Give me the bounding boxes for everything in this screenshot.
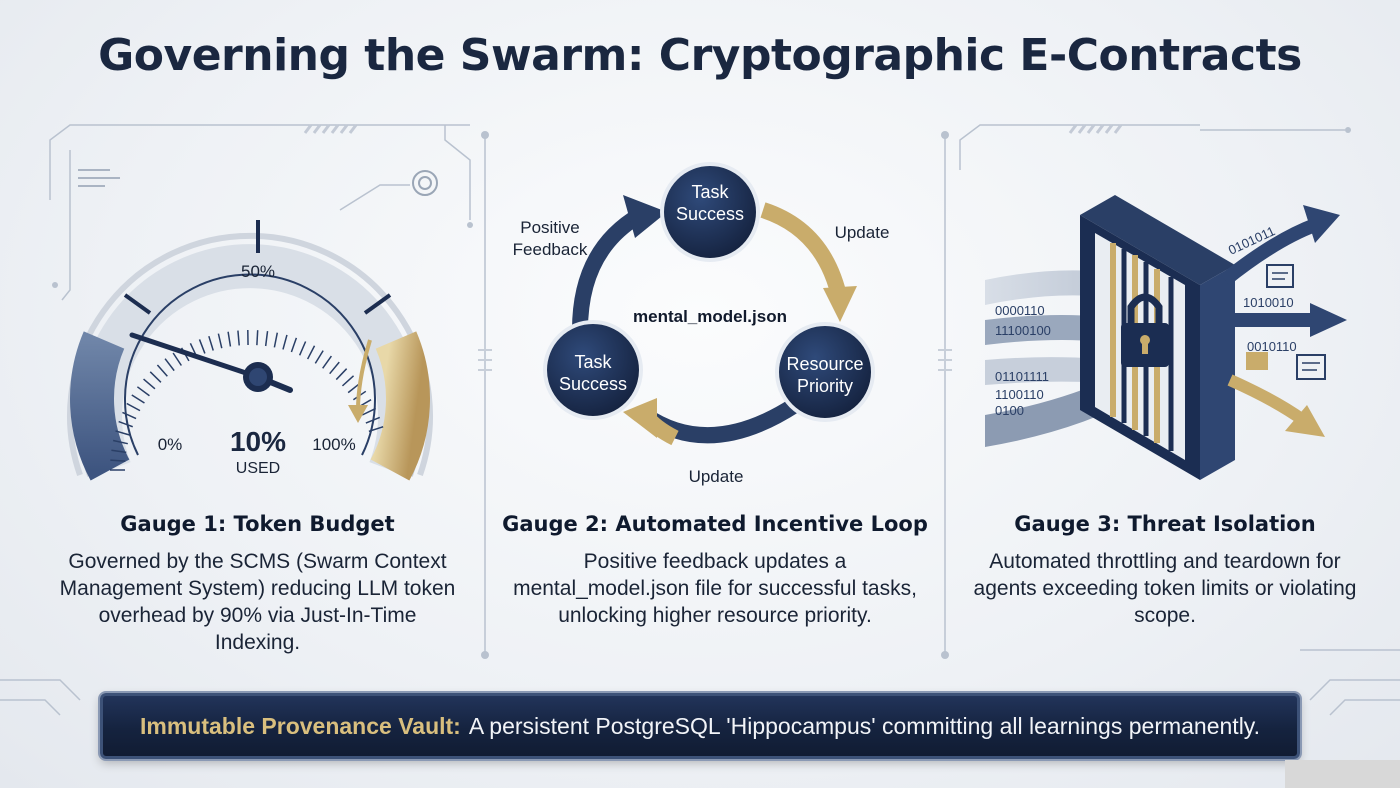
threat-isolation-diagram: 0000110 11100100 01101111 1100110 0100 0… <box>985 195 1347 480</box>
gauge-tick <box>143 378 156 390</box>
gauge2-caption: Gauge 2: Automated Incentive Loop Positi… <box>500 512 930 629</box>
gauge-tick <box>306 345 316 360</box>
node-top-line1: Task <box>691 182 729 202</box>
gauge-tick <box>217 333 223 349</box>
corner-patch <box>1285 760 1400 788</box>
gauge1-caption: Gauge 1: Token Budget Governed by the SC… <box>55 512 460 656</box>
gauge-tick <box>110 459 126 462</box>
gauge3-caption: Gauge 3: Threat Isolation Automated thro… <box>965 512 1365 629</box>
gauge-tick <box>136 386 150 397</box>
gauge-tick <box>198 339 206 354</box>
bits-in-4: 1100110 <box>995 387 1044 402</box>
gauge-value-label: USED <box>236 460 280 477</box>
edge-right-label: Update <box>835 223 890 242</box>
bits-out-2: 1010010 <box>1243 295 1294 310</box>
gauge-tick <box>115 430 131 436</box>
edge-left-line1: Positive <box>520 218 580 237</box>
incentive-loop-diagram: Task Success Task Success Resource Prior… <box>513 162 890 486</box>
node-right-line1: Resource <box>786 354 863 374</box>
gauge-tick <box>341 375 355 387</box>
gauge-tick <box>156 364 168 377</box>
bits-out-3: 0010110 <box>1247 339 1297 354</box>
banner-text: A persistent PostgreSQL 'Hippocampus' co… <box>468 712 1260 739</box>
gauge-max-label: 100% <box>312 435 355 454</box>
gauge-tick <box>164 358 175 372</box>
gauge-tick <box>131 394 145 404</box>
bits-in-1: 0000110 <box>995 303 1045 318</box>
gauge-tick <box>368 426 384 433</box>
gauge-tick <box>256 330 259 346</box>
gauge-tick <box>112 439 128 445</box>
gauge-tick <box>227 331 232 347</box>
loop-center-label: mental_model.json <box>633 307 787 326</box>
gauge-tick <box>118 420 133 428</box>
gauge-tick <box>264 331 269 347</box>
gauge-tick <box>111 449 127 454</box>
node-right-line2: Priority <box>797 376 853 396</box>
bits-in-5: 0100 <box>995 403 1024 418</box>
gauge-tick <box>149 371 162 383</box>
gauge-tick <box>126 402 141 412</box>
gauge-tick <box>329 361 340 375</box>
edge-left-line2: Feedback <box>513 240 588 259</box>
page-title: Governing the Swarm: Cryptographic E-Con… <box>98 30 1302 81</box>
gauge-tick <box>290 337 298 353</box>
gauge-tick <box>322 355 333 369</box>
gauge-tick <box>237 330 240 346</box>
node-right: Resource Priority <box>775 322 875 422</box>
gauge-value: 10% <box>230 426 286 457</box>
node-top: Task Success <box>660 162 760 262</box>
gauge3-heading: Gauge 3: Threat Isolation <box>1014 512 1316 536</box>
gauge-tick <box>273 332 279 348</box>
gauge2-description: Positive feedback updates a mental_model… <box>513 550 917 627</box>
gauge-tick <box>314 350 324 364</box>
gauge1-description: Governed by the SCMS (Swarm Context Mana… <box>59 550 456 654</box>
gauge-mid-label: 50% <box>241 262 275 281</box>
gauge-tick <box>298 341 307 356</box>
node-top-line2: Success <box>676 204 744 224</box>
gauge-tick <box>335 368 348 381</box>
token-budget-gauge: 50% 0% 100% 10% USED <box>67 220 433 481</box>
gauge-tick <box>208 335 214 351</box>
bits-in-2: 11100100 <box>995 323 1051 338</box>
node-left: Task Success <box>543 320 643 420</box>
edge-bottom-label: Update <box>689 467 744 486</box>
gauge-tick <box>361 407 377 416</box>
gauge-tick <box>122 411 137 420</box>
banner-lead: Immutable Provenance Vault: <box>140 712 461 739</box>
gauge1-heading: Gauge 1: Token Budget <box>120 512 395 536</box>
provenance-vault-banner: Immutable Provenance Vault: A persistent… <box>100 693 1300 759</box>
node-left-line2: Success <box>559 374 627 394</box>
node-left-line1: Task <box>574 352 612 372</box>
gauge2-heading: Gauge 2: Automated Incentive Loop <box>502 512 928 536</box>
gauge-tick <box>365 416 381 424</box>
gauge-tick <box>172 352 182 366</box>
gauge3-description: Automated throttling and teardown for ag… <box>973 550 1357 627</box>
gauge-min-label: 0% <box>158 435 183 454</box>
gauge-tick <box>282 334 288 350</box>
bits-in-3: 01101111 <box>995 369 1049 384</box>
